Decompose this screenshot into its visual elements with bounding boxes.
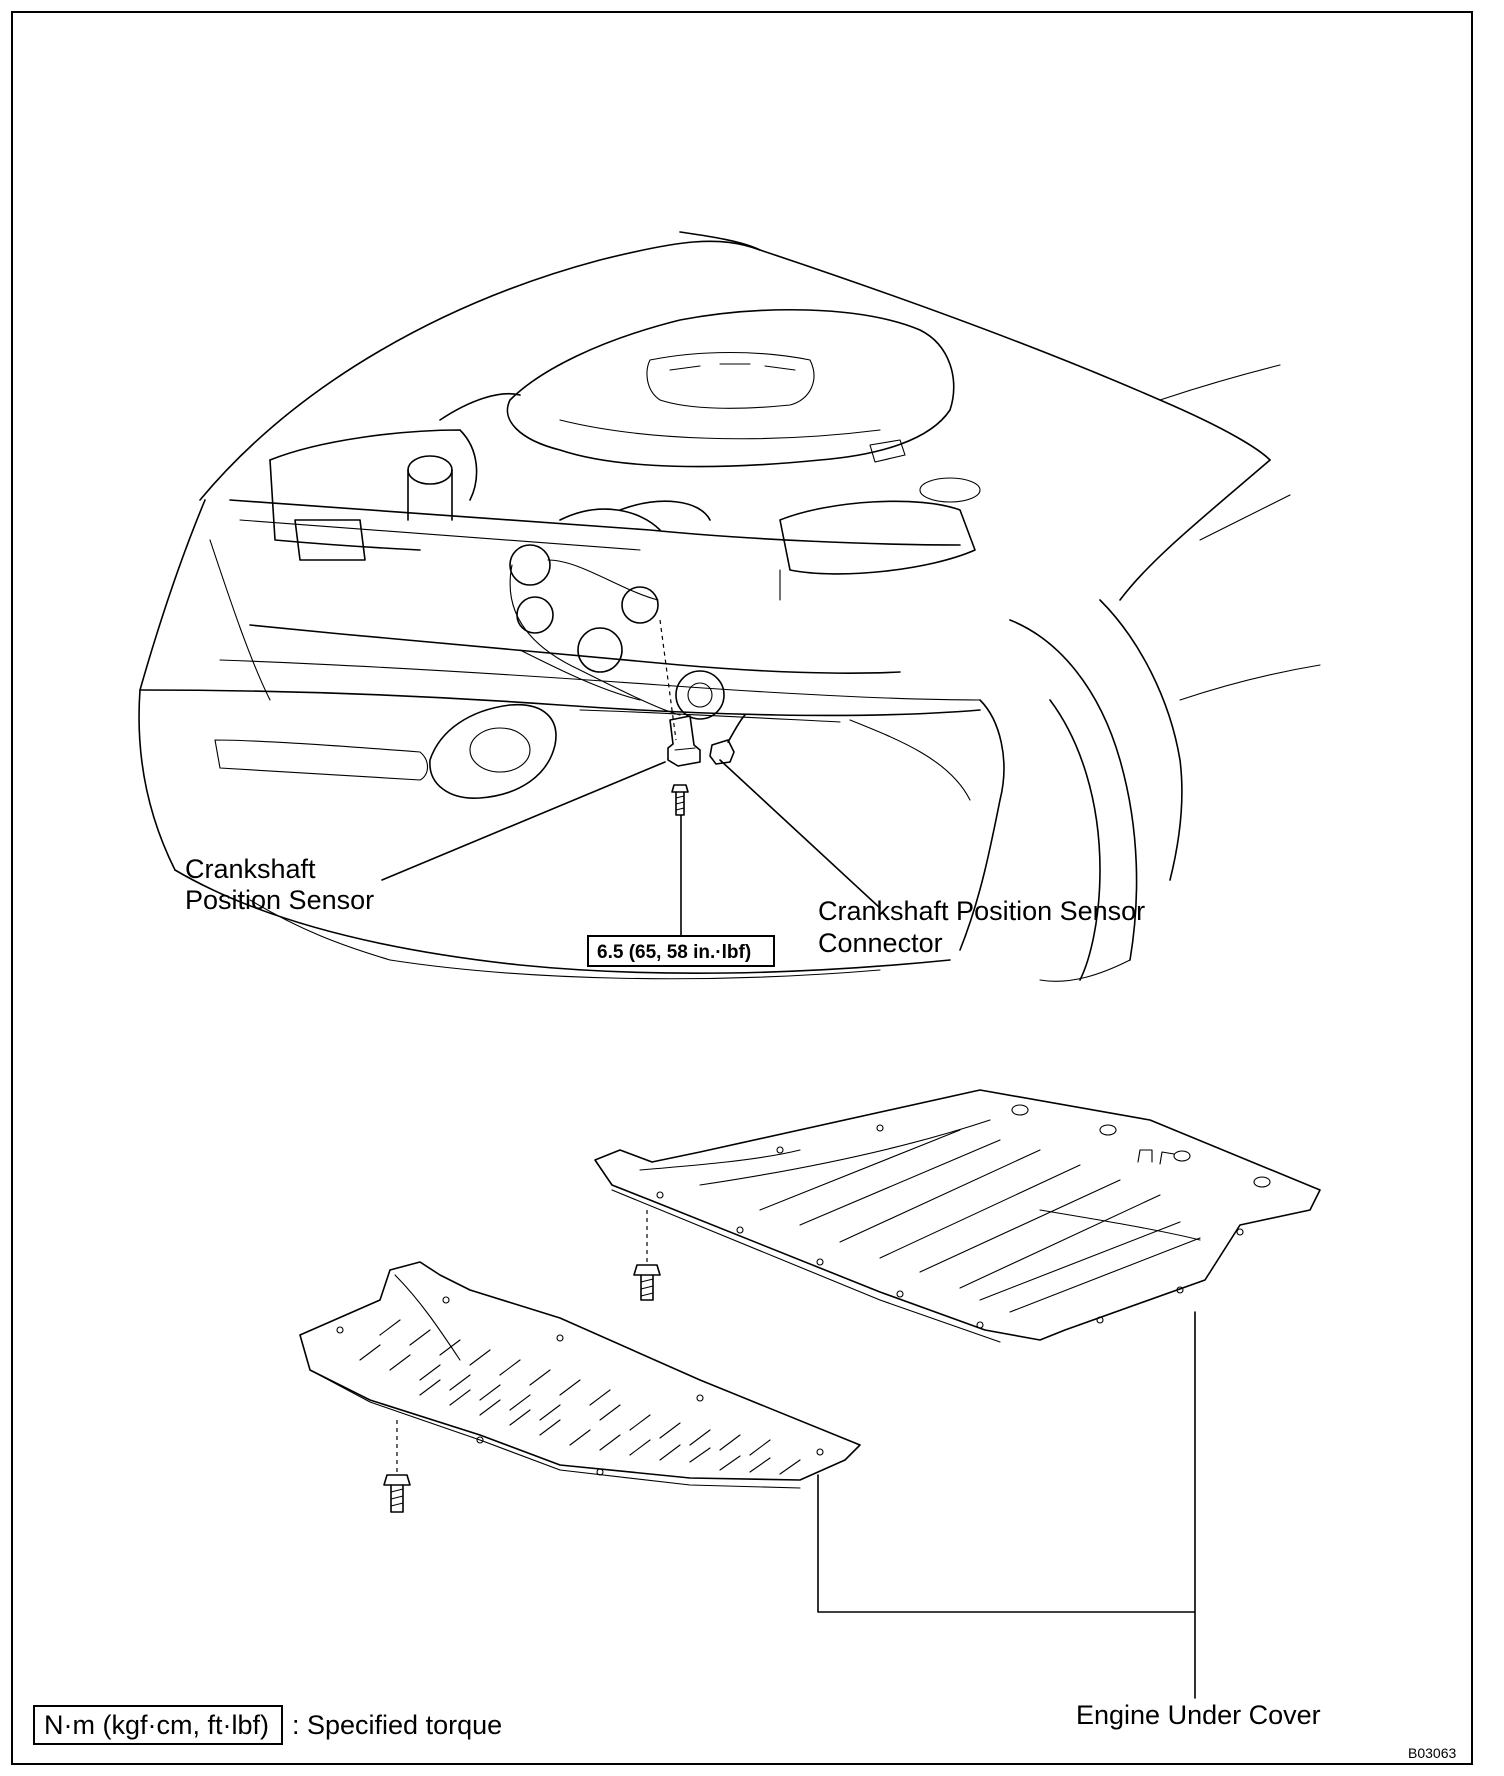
connector-label-2: Connector	[818, 928, 943, 958]
crankshaft-sensor-label-1: Crankshaft	[185, 854, 316, 884]
torque-spec-label: 6.5 (65, 58 in.·lbf)	[597, 942, 751, 963]
connector-icon	[709, 714, 746, 765]
legend-box	[33, 1705, 283, 1745]
car-front-illustration	[138, 231, 1321, 982]
legend-box-label: N·m (kgf·cm, ft·lbf)	[44, 1710, 269, 1740]
figure-code: B03063	[1408, 1745, 1456, 1761]
bolt-icon	[671, 784, 689, 816]
page-frame	[11, 11, 1473, 1765]
engine-bay	[229, 308, 981, 720]
legend-text: : Specified torque	[292, 1710, 502, 1740]
connector-label-1: Crankshaft Position Sensor	[818, 896, 1145, 926]
sensor-icon	[667, 715, 701, 767]
crankshaft-sensor-label-2: Position Sensor	[185, 885, 374, 915]
leader-engine-under-cover	[817, 1311, 1196, 1699]
bolt-icon	[633, 1264, 661, 1301]
leader-connector	[719, 759, 881, 909]
torque-spec-box	[587, 935, 775, 967]
crankshaft-sensor-assembly	[659, 619, 746, 816]
engine-under-cover-rear	[594, 1089, 1321, 1343]
engine-under-cover-front	[299, 1261, 861, 1489]
engine-under-cover-label: Engine Under Cover	[1076, 1700, 1321, 1730]
leader-sensor	[381, 761, 666, 881]
bolt-icon	[383, 1474, 411, 1513]
